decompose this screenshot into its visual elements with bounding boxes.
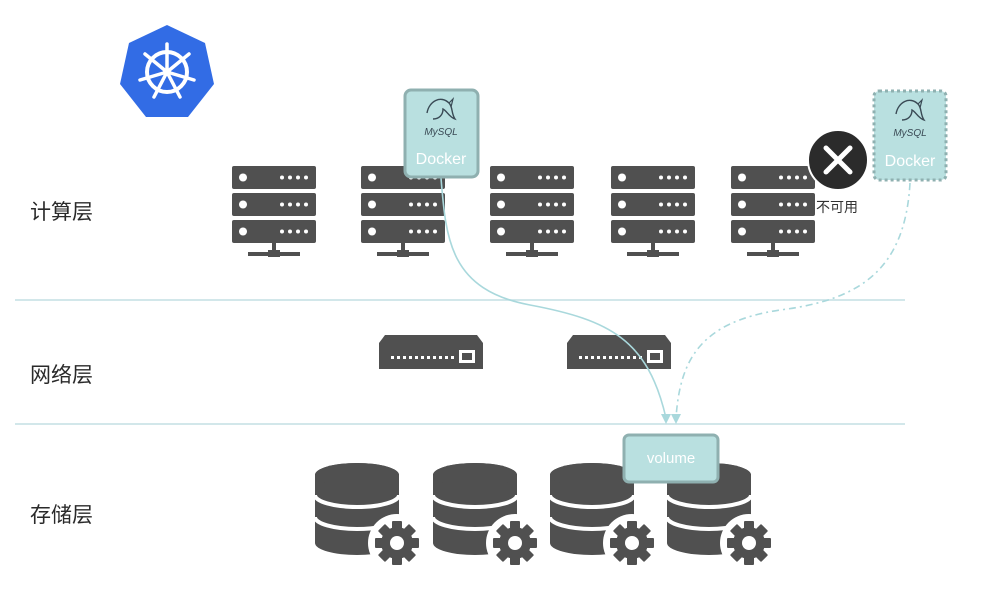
server-icon	[361, 166, 445, 257]
arrow-head-icon	[671, 414, 681, 424]
mysql-brand: MySQL	[424, 127, 457, 138]
server-icon	[232, 166, 316, 257]
network-layer-label: 网络层	[30, 363, 93, 387]
server-icon	[611, 166, 695, 257]
docker-label: Docker	[885, 153, 936, 170]
docker-label: Docker	[416, 151, 467, 168]
database-gear-icon	[313, 461, 428, 574]
mysql-brand: MySQL	[893, 128, 926, 139]
volume-mount-line	[440, 177, 667, 419]
volume-label: volume	[647, 450, 695, 467]
compute-layer-label: 计算层	[30, 200, 93, 224]
docker-container-active: MySQL Docker	[403, 88, 480, 179]
network-switch-icon	[379, 335, 483, 369]
server-icon	[490, 166, 574, 257]
unavailable-icon	[807, 129, 869, 191]
server-icon	[731, 166, 815, 257]
storage-layer-label: 存储层	[30, 503, 93, 527]
network-switch-icon	[567, 335, 671, 369]
volume-box: volume	[622, 433, 720, 484]
database-gear-icon	[431, 461, 546, 574]
unavailable-label: 不可用	[816, 200, 858, 216]
docker-container-migrated: MySQL Docker	[872, 89, 948, 182]
kubernetes-logo-icon	[120, 25, 214, 117]
arrow-head-icon	[661, 414, 671, 424]
